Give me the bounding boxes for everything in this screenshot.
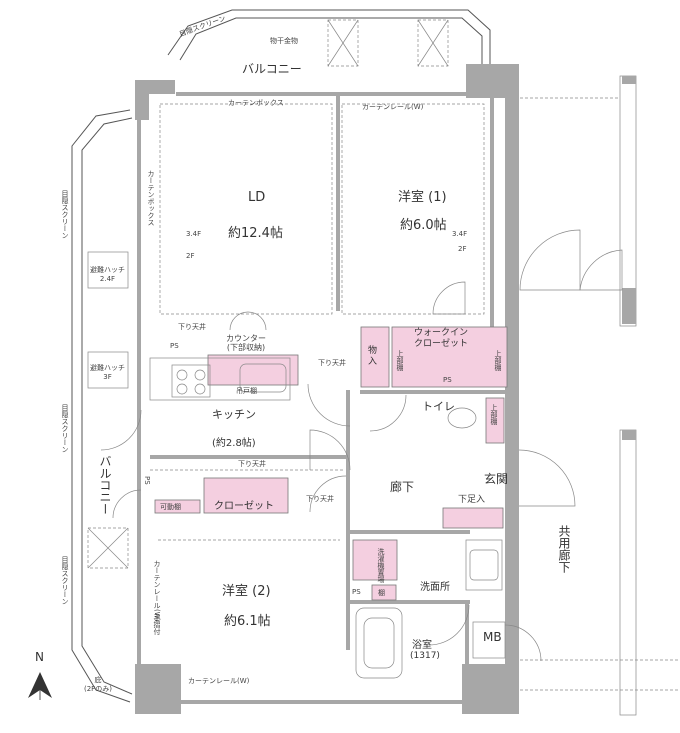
shoe-box-label: 下足入	[458, 495, 486, 505]
curtain-rail-top: カーテンレール(W)	[362, 103, 424, 111]
eaves-label: 庇 (2Fのみ)	[84, 676, 112, 693]
upper-shelf-toilet: 上部棚	[490, 404, 498, 425]
room-bath-size: (1317)	[410, 651, 440, 661]
room-ld-size: 約12.4帖	[228, 226, 283, 241]
balcony-top-label: バルコニー	[242, 62, 302, 76]
room-washroom: 洗面所	[420, 582, 450, 593]
compass	[28, 672, 52, 700]
room-bath-name: 浴室	[412, 640, 432, 651]
hatches	[87, 19, 449, 569]
balcony-outline	[71, 9, 491, 703]
ps-label-3: PS	[143, 476, 151, 485]
ps-label-1: PS	[170, 342, 179, 350]
ps-label-2: PS	[443, 376, 452, 384]
doors	[100, 281, 576, 662]
room-bed1-name: 洋室 (1)	[398, 190, 447, 205]
room-storage: 物入	[368, 346, 378, 367]
upper-shelf-left: 上部棚	[396, 350, 404, 371]
screen-label-left-2: 目隠スクリーン	[61, 404, 69, 453]
counter-label: カウンター (下部収納)	[226, 334, 266, 352]
lowered-ceiling-1: 下り天井	[178, 323, 206, 331]
curtain-rail-left: カーテンレール(W)	[153, 560, 161, 622]
storage-fills	[154, 326, 508, 601]
corridor-label: 共用廊下	[557, 525, 571, 573]
room-kitchen-name: キッチン	[212, 408, 256, 421]
curtain-box-left: カーテンボックス	[147, 170, 155, 226]
screen-label-left-3: 目隠スクリーン	[61, 556, 69, 605]
hatch-label-1: 避難ハッチ 2.4F	[90, 266, 125, 283]
building-edge	[519, 75, 680, 716]
hatch-label-2: 避難ハッチ 3F	[90, 364, 125, 381]
room-hall: 廊下	[390, 480, 415, 494]
room-bed2-size: 約6.1帖	[224, 614, 271, 629]
washing-machine-label: 洗濯機置場	[377, 548, 385, 583]
lowered-ceiling-3: 下り天井	[238, 460, 266, 468]
room-bed2-name: 洋室 (2)	[222, 584, 271, 599]
walls	[135, 64, 519, 714]
room-kitchen-size: (約2.8帖)	[212, 438, 256, 449]
fixtures	[149, 357, 506, 679]
room-bed1-size: 約6.0帖	[400, 218, 447, 233]
curtain-rail-bottom: カーテンレール(W)	[188, 677, 250, 685]
floor-label-ld-2: 2F	[186, 252, 195, 260]
wall-cabinet-label: 吊戸棚	[236, 387, 257, 395]
floor-label-bed1-34: 3.4F	[452, 230, 468, 238]
ceiling-lines	[150, 103, 485, 541]
lowered-ceiling-4: 下り天井	[306, 495, 334, 503]
room-entrance: 玄関	[484, 472, 509, 486]
floor-label-bed1-2: 2F	[458, 245, 467, 253]
room-ld-name: LD	[248, 190, 266, 205]
balcony-left-label: バルコニー	[98, 455, 112, 515]
room-mb: MB	[483, 630, 502, 644]
lowered-ceiling-2: 下り天井	[318, 359, 346, 367]
upper-shelf-right: 上部棚	[494, 350, 502, 371]
laundry-hanger-label: 物干金物	[270, 37, 298, 45]
shelf-label: 棚	[378, 589, 385, 597]
curtain-box-top: カーテンボックス	[228, 99, 284, 107]
floor-label-ld-34: 3.4F	[186, 230, 202, 238]
movable-shelf-label: 可動棚	[160, 503, 181, 511]
room-closet: クローゼット	[214, 501, 274, 512]
compass-north: N	[35, 650, 44, 664]
ps-label-4: PS	[352, 588, 361, 596]
handrail-label: 手摺付	[153, 614, 161, 635]
screen-label-left-1: 目隠スクリーン	[61, 190, 69, 239]
room-toilet: トイレ	[422, 400, 455, 413]
room-wic: ウォークイン クローゼット	[414, 328, 469, 349]
